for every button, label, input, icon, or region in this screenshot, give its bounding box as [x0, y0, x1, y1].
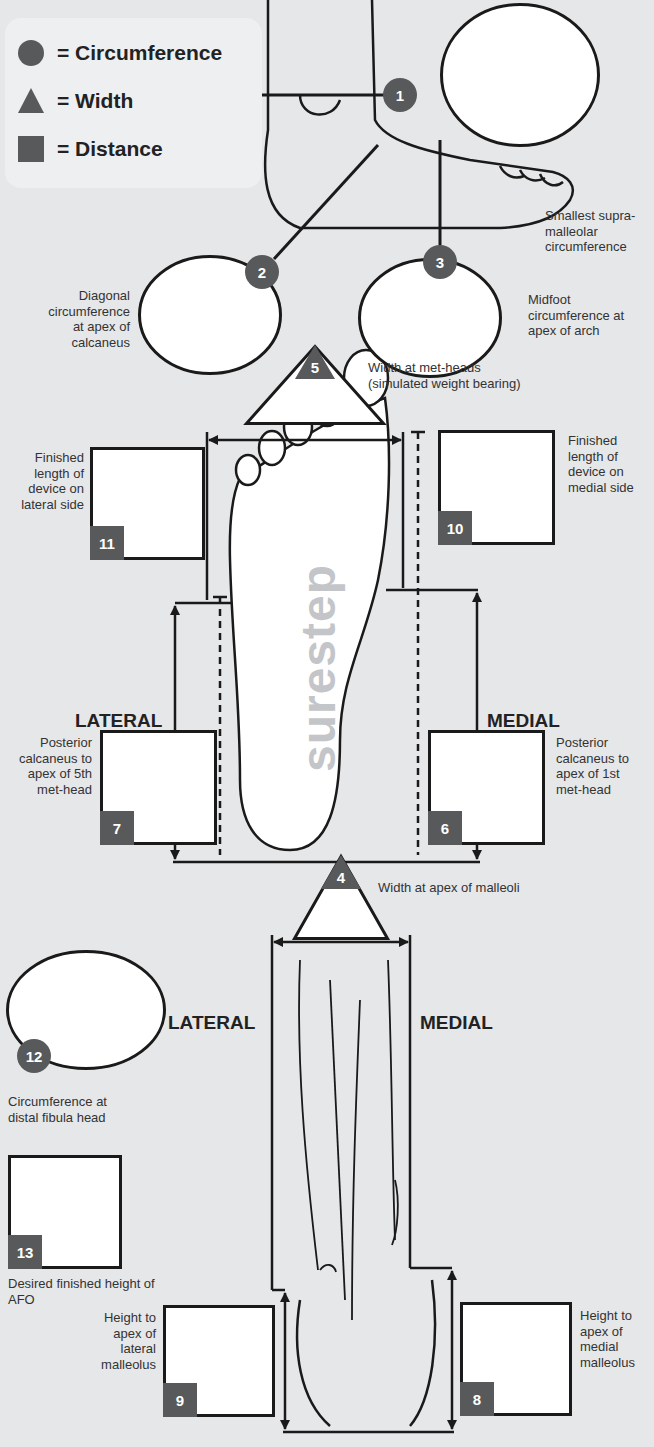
measurement-caption: Circumference at distal fibula head [8, 1094, 133, 1125]
measurement-caption: Diagonal circumference at apex of calcan… [35, 288, 130, 350]
legend-box: = Circumference = Width = Distance [5, 18, 262, 188]
side-label: MEDIAL [420, 1012, 493, 1034]
callout-number: 8 [460, 1382, 494, 1416]
distance-shape: 11Finished length of device on lateral s… [90, 447, 205, 560]
width-shape: 5Width at met-heads (simulated weight be… [245, 345, 385, 425]
callout-number: 7 [100, 811, 134, 845]
distance-shape: 13Desired finished height of AFO [8, 1155, 122, 1269]
measurement-caption: Width at apex of malleoli [378, 880, 578, 896]
circumference-shape: 2Diagonal circumference at apex of calca… [138, 255, 282, 375]
measurement-caption: Midfoot circumference at apex of arch [528, 292, 648, 339]
circumference-shape: 1Smallest supra-malleolar circumference [440, 3, 600, 147]
callout-number: 2 [245, 255, 279, 289]
distance-shape: 6Posterior calcaneus to apex of 1st met-… [428, 730, 545, 845]
measurement-caption: Posterior calcaneus to apex of 1st met-h… [556, 735, 646, 797]
legend-text: = Circumference [57, 41, 222, 65]
callout-number: 3 [423, 245, 457, 279]
measurement-caption: Desired finished height of AFO [8, 1276, 168, 1307]
callout-number: 13 [8, 1235, 42, 1269]
callout-number: 10 [438, 511, 472, 545]
watermark: surestep [291, 564, 346, 772]
measurement-caption: Height to apex of lateral malleolus [80, 1310, 156, 1372]
callout-number: 4 [321, 855, 361, 889]
callout-number: 1 [383, 78, 417, 112]
legend-symbol [17, 87, 45, 115]
legend-symbol [17, 39, 45, 67]
side-label: LATERAL [168, 1012, 255, 1034]
measurement-caption: Smallest supra-malleolar circumference [545, 208, 650, 255]
measurement-caption: Width at met-heads (simulated weight bea… [368, 360, 538, 391]
distance-shape: 7Posterior calcaneus to apex of 5th met-… [100, 730, 217, 845]
side-label: LATERAL [75, 710, 162, 732]
legend-row: = Width [17, 86, 133, 116]
measurement-caption: Posterior calcaneus to apex of 5th met-h… [4, 735, 92, 797]
measurement-caption: Finished length of device on lateral sid… [4, 450, 84, 512]
measurement-caption: Height to apex of medial malleolus [580, 1308, 648, 1370]
measure-lines [255, 95, 440, 259]
distance-shape: 9Height to apex of lateral malleolus [163, 1305, 275, 1417]
legend-text: = Width [57, 89, 133, 113]
legend-row: = Circumference [17, 38, 222, 68]
posterior-leg [272, 935, 454, 1432]
legend-row: = Distance [17, 134, 163, 164]
callout-number: 11 [90, 526, 124, 560]
circumference-shape: 12Circumference at distal fibula head [6, 950, 166, 1070]
shape-outline [440, 3, 600, 147]
measurement-caption: Finished length of device on medial side [568, 433, 650, 495]
distance-shape: 10Finished length of device on medial si… [438, 430, 555, 545]
callout-number: 6 [428, 811, 462, 845]
distance-shape: 8Height to apex of medial malleolus [460, 1302, 572, 1416]
callout-number: 12 [17, 1039, 51, 1073]
width-shape: 4Width at apex of malleoli [293, 855, 389, 940]
side-label: MEDIAL [487, 710, 560, 732]
callout-number: 9 [163, 1383, 197, 1417]
legend-text: = Distance [57, 137, 163, 161]
legend-symbol [17, 135, 45, 163]
